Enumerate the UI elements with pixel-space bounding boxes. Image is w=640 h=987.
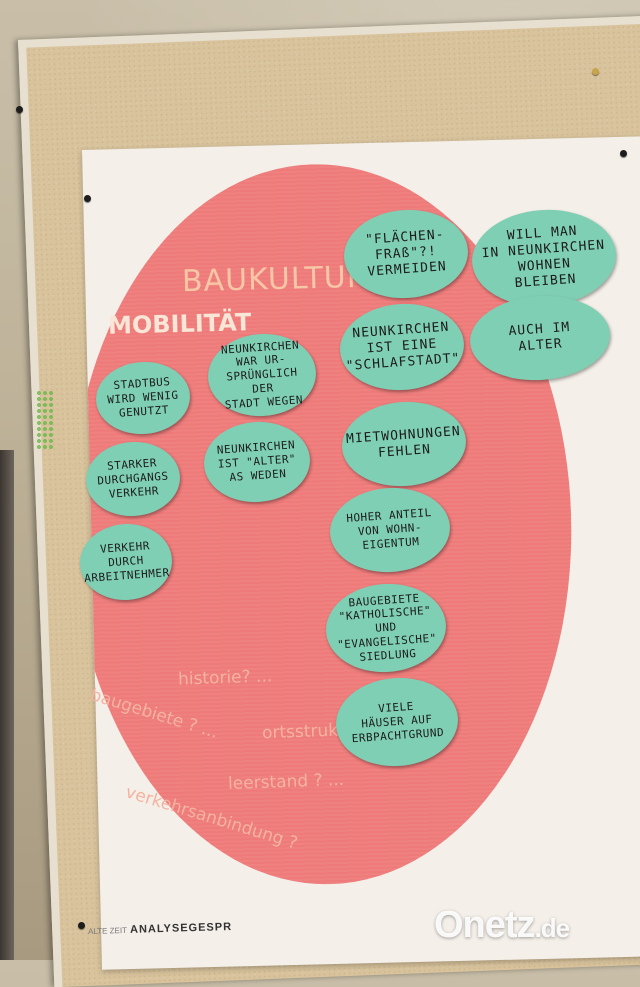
watermark-name: Onetz (434, 904, 536, 946)
green-sticker (36, 390, 54, 450)
poster-title-baukultur: BAUKULTUR (181, 259, 370, 300)
poster-pin (78, 922, 85, 929)
footer-small-text: ALTE ZEIT (87, 925, 128, 937)
question-leerstand: leerstand ? ... (227, 769, 345, 795)
stand-frame (0, 450, 14, 960)
brass-pin (592, 68, 599, 75)
onetz-watermark: Onetz.de (434, 904, 571, 947)
poster-pin (620, 150, 627, 157)
question-ortsstruktur: ortsstruk (261, 720, 339, 744)
poster-pin (84, 195, 91, 202)
card-neunkirchen-war: NEUNKIRCHEN WAR UR- SPRÜNGLICH DER STADT… (205, 330, 319, 420)
watermark-tld: .de (534, 913, 571, 943)
poster-title-mobilitaet: MOBILITÄT (107, 308, 252, 340)
question-historie: historie? ... (177, 666, 273, 690)
board-corner-pin (16, 106, 23, 113)
